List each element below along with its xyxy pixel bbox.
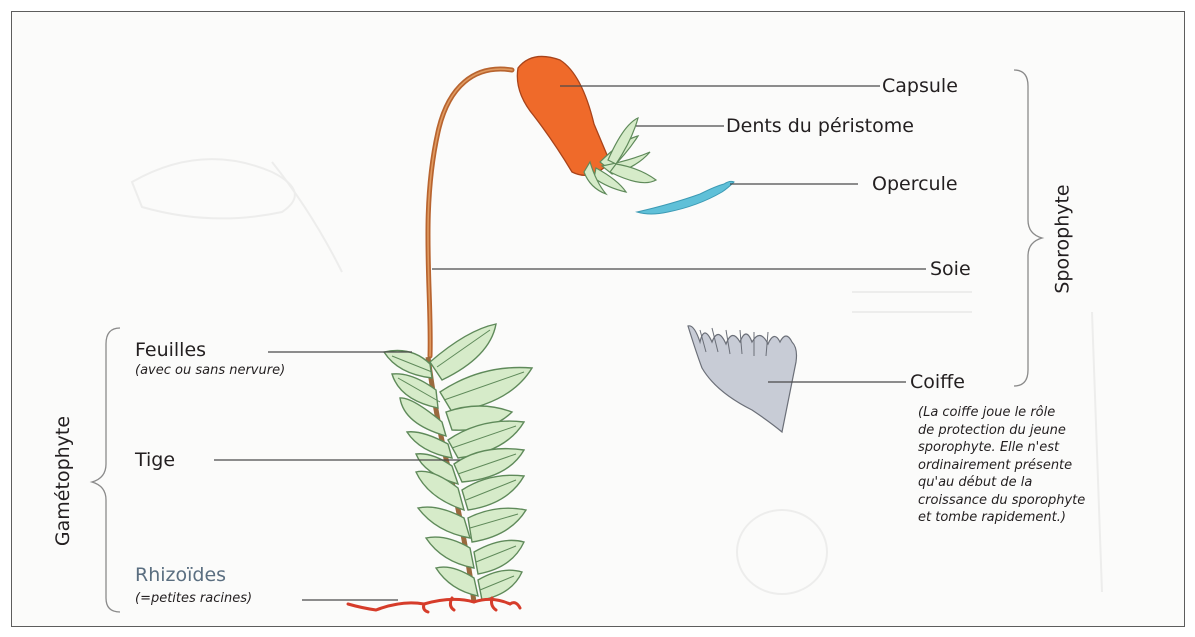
label-seta: Soie xyxy=(930,258,971,280)
coiffe-note-line: ordinairement présente xyxy=(918,457,1185,475)
label-operculum: Opercule xyxy=(872,173,958,195)
diagram-frame: Capsule Dents du péristome Opercule Soie… xyxy=(11,11,1185,627)
label-capsule: Capsule xyxy=(882,75,958,97)
label-stem: Tige xyxy=(135,449,175,471)
leaves xyxy=(384,324,532,600)
label-leaves-note: (avec ou sans nervure) xyxy=(135,363,285,379)
coiffe-note-line: croissance du sporophyte xyxy=(918,492,1185,510)
label-sporophyte: Sporophyte xyxy=(1052,184,1074,293)
label-gametophyte: Gamétophyte xyxy=(52,416,74,546)
coiffe-note-line: de protection du jeune xyxy=(918,422,1185,440)
seta xyxy=(428,69,512,356)
operculum-shape xyxy=(637,181,734,214)
sporophyte-bracket xyxy=(1014,70,1042,386)
coiffe-note-line: et tombe rapidement.) xyxy=(918,509,1185,527)
label-rhizoids: Rhizoïdes xyxy=(135,564,226,586)
coiffe-note-line: sporophyte. Elle n'est xyxy=(918,439,1185,457)
capsule-shape xyxy=(517,56,656,194)
label-peristome-teeth: Dents du péristome xyxy=(726,115,914,137)
calyptra-shape xyxy=(688,326,797,432)
coiffe-note-line: qu'au début de la xyxy=(918,474,1185,492)
label-rhizoids-note: (=petites racines) xyxy=(135,591,252,607)
label-calyptra: Coiffe xyxy=(910,371,965,393)
gametophyte-bracket xyxy=(92,328,120,612)
moss-illustration xyxy=(12,12,1184,626)
coiffe-note-line: (La coiffe joue le rôle xyxy=(918,404,1185,422)
label-leaves: Feuilles xyxy=(135,339,206,361)
coiffe-note: (La coiffe joue le rôle de protection du… xyxy=(918,404,1185,527)
